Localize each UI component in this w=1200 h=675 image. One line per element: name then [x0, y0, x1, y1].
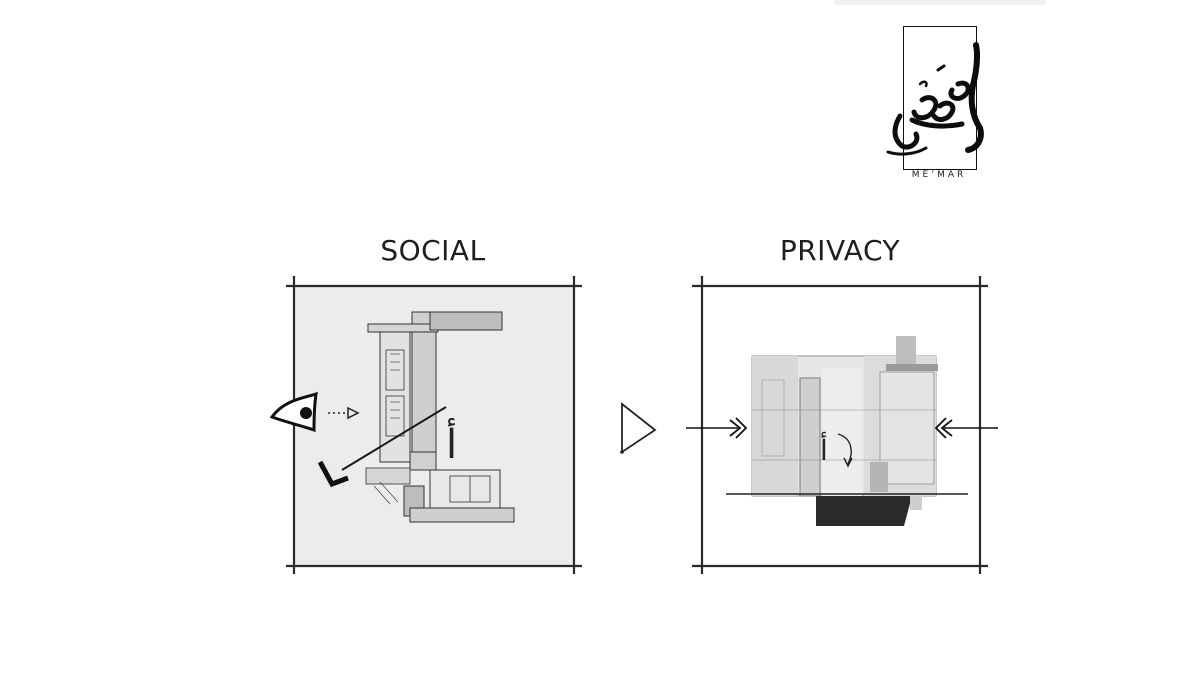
- logo-frame: [903, 26, 977, 170]
- social-title: SOCIAL: [380, 234, 486, 267]
- person-glyph: أ: [446, 417, 457, 468]
- inward-arrow-left-icon: [686, 417, 748, 439]
- social-panel: أ: [270, 272, 590, 577]
- privacy-frame-lines: [692, 276, 988, 574]
- privacy-title: PRIVACY: [779, 234, 901, 267]
- person-glyph-2: أ: [820, 432, 828, 467]
- logo-calligraphy: [886, 42, 984, 156]
- logo-caption: ME’MAR: [911, 170, 967, 180]
- top-edge-bar: [834, 0, 1046, 5]
- section-sketch: [365, 311, 515, 523]
- building-elevation: [726, 336, 968, 526]
- triangle-arrow-icon: [620, 402, 657, 454]
- inward-arrow-right-icon: [934, 417, 998, 439]
- direction-arrowhead: [317, 460, 349, 488]
- curved-arrow: [837, 433, 852, 465]
- privacy-panel: أ: [680, 272, 1000, 577]
- sight-line: [341, 406, 447, 471]
- dotted-arrow: [328, 406, 360, 420]
- eye-icon: [270, 391, 318, 433]
